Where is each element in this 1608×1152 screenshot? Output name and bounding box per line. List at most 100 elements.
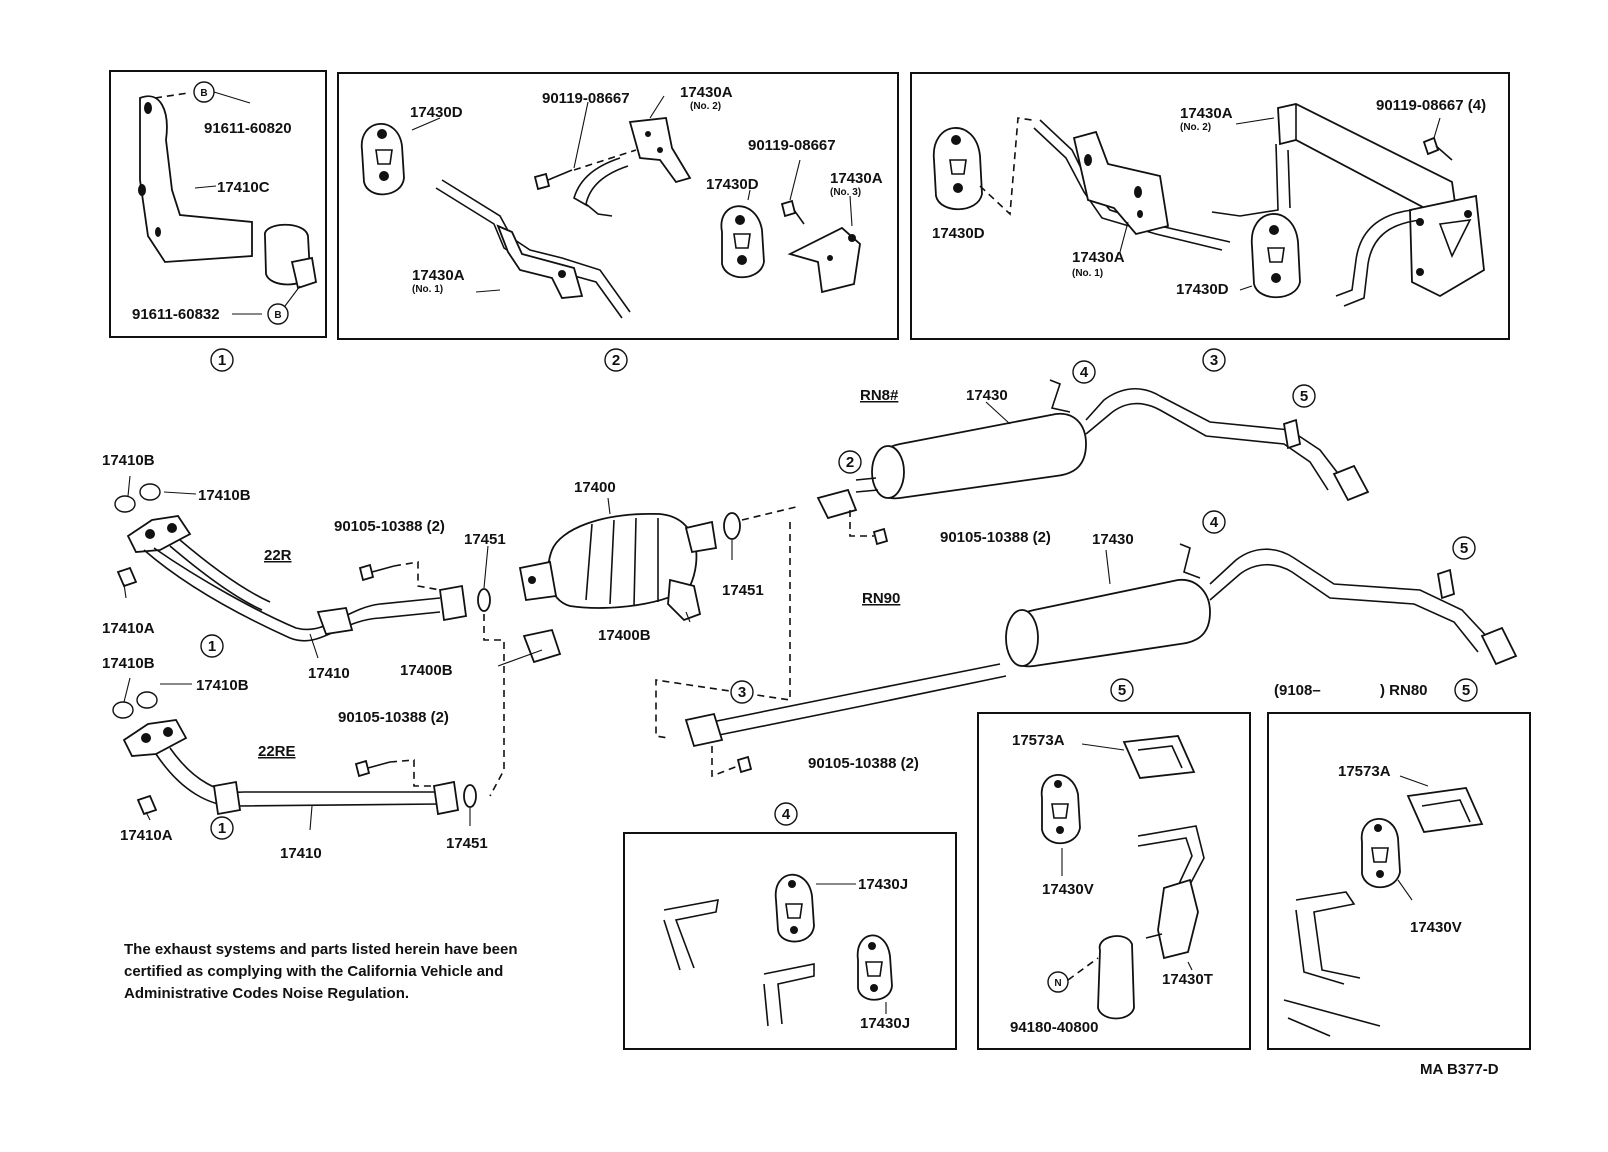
part-17430a-no3: 17430A — [830, 170, 883, 187]
footnote-line-2: certified as complying with the Californ… — [124, 963, 503, 980]
model-rn90: RN90 — [862, 590, 900, 607]
part-17430-lower: 17430 — [1092, 531, 1134, 548]
part-17430v-b: 17430V — [1410, 919, 1462, 936]
part-17430a-no3-note: (No. 3) — [830, 187, 861, 198]
part-17410a-b: 17410A — [120, 827, 173, 844]
footnote: The exhaust systems and parts listed her… — [124, 941, 517, 1002]
callout-inset-1 — [210, 348, 234, 372]
part-17430j-a: 17430J — [858, 876, 908, 893]
callout-3 — [730, 680, 754, 704]
part-17430a-no1: 17430A — [412, 267, 465, 284]
marker-b-top-label: B — [200, 88, 207, 99]
callout-1-upper — [200, 634, 224, 658]
part-17410b-b: 17410B — [198, 487, 251, 504]
part-17410b-d: 17410B — [196, 677, 249, 694]
figure-code: MA B377-D — [1420, 1061, 1499, 1078]
part-90119-08667-a: 90119-08667 — [542, 90, 630, 107]
callout-inset-5a — [1110, 678, 1134, 702]
part-17430d-inset3-left: 17430D — [932, 225, 985, 242]
callout-4-lower — [1202, 510, 1226, 534]
part-91611-60820: 91611-60820 — [204, 120, 292, 137]
part-17410-b: 17410 — [280, 845, 322, 862]
part-90119-08667-4: 90119-08667 (4) — [1376, 97, 1486, 114]
callout-2 — [838, 450, 862, 474]
marker-b-bottom-label: B — [274, 310, 281, 321]
part-17430v-a: 17430V — [1042, 881, 1094, 898]
caption-inset-1: 1 — [218, 352, 226, 369]
marker-b-top — [193, 81, 215, 103]
caption-inset-3: 3 — [1210, 352, 1218, 369]
part-17410-a: 17410 — [308, 665, 350, 682]
caption-inset-5b-prefix: (9108– — [1274, 682, 1321, 699]
main-assembly: 17410B 17410B 17410A 22R 90105-10388 (2)… — [102, 360, 1518, 862]
part-17430a-no2-note: (No. 2) — [690, 101, 721, 112]
callout-1-upper-label: 1 — [208, 638, 216, 655]
marker-n — [1047, 971, 1069, 993]
callout-inset-4 — [774, 802, 798, 826]
caption-inset-5b-suffix: ) RN80 — [1380, 682, 1428, 699]
callout-5-upper-label: 5 — [1300, 388, 1308, 405]
engine-22re: 22RE — [258, 743, 296, 760]
callout-5-lower-label: 5 — [1460, 540, 1468, 557]
part-17430d-inset3-right: 17430D — [1176, 281, 1229, 298]
part-94180-40800: 94180-40800 — [1010, 1019, 1098, 1036]
callout-5-upper — [1292, 384, 1316, 408]
caption-inset-5b: 5 — [1462, 682, 1470, 699]
part-17430j-b: 17430J — [860, 1015, 910, 1032]
part-17573a-a: 17573A — [1012, 732, 1065, 749]
footnote-line-3: Administrative Codes Noise Regulation. — [124, 985, 409, 1002]
part-17430a-no1-inset3-note: (No. 1) — [1072, 268, 1103, 279]
part-17430d-right: 17430D — [706, 176, 759, 193]
part-17410b-c: 17410B — [102, 655, 155, 672]
callout-4-lower-label: 4 — [1210, 514, 1219, 531]
inset-1: B 91611-60820 17410C 91611-60832 B 1 — [109, 70, 327, 372]
part-17430t: 17430T — [1162, 971, 1213, 988]
footnote-line-1: The exhaust systems and parts listed her… — [124, 941, 517, 958]
part-17573a-b: 17573A — [1338, 763, 1391, 780]
part-17430-upper: 17430 — [966, 387, 1008, 404]
inset-3: 17430A (No. 2) 90119-08667 (4) 17430D 17… — [910, 72, 1510, 372]
callout-3-label: 3 — [738, 684, 746, 701]
inset-5a: 5 17573A 17430V 17430T N 94180-40800 — [977, 678, 1251, 1050]
part-17451-a: 17451 — [464, 531, 506, 548]
callout-1-lower — [210, 816, 234, 840]
part-17430a-no2-inset3-note: (No. 2) — [1180, 122, 1211, 133]
caption-inset-4: 4 — [782, 806, 791, 823]
part-90105-10388-a: 90105-10388 (2) — [334, 518, 445, 535]
part-17451-c: 17451 — [446, 835, 488, 852]
part-17430a-no2-inset3: 17430A — [1180, 105, 1233, 122]
part-17400b-left: 17400B — [400, 662, 453, 679]
callout-inset-5b — [1454, 678, 1478, 702]
part-17410c: 17410C — [217, 179, 270, 196]
part-17430a-no2: 17430A — [680, 84, 733, 101]
inset-5b: (9108– ) RN80 5 17573A 17430V — [1267, 678, 1531, 1050]
part-90105-10388-d: 90105-10388 (2) — [808, 755, 919, 772]
callout-2-label: 2 — [846, 454, 854, 471]
callout-1-lower-label: 1 — [218, 820, 226, 837]
part-17430a-no1-note: (No. 1) — [412, 284, 443, 295]
part-91611-60832: 91611-60832 — [132, 306, 220, 323]
marker-n-label: N — [1054, 978, 1061, 989]
part-90105-10388-b: 90105-10388 (2) — [338, 709, 449, 726]
part-17451-b: 17451 — [722, 582, 764, 599]
inset-4: 4 17430J 17430J — [623, 802, 957, 1050]
part-17400b-right: 17400B — [598, 627, 651, 644]
model-rn8: RN8# — [860, 387, 899, 404]
part-17410a-a: 17410A — [102, 620, 155, 637]
callout-inset-3 — [1202, 348, 1226, 372]
marker-b-bottom — [267, 303, 289, 325]
callout-4-upper-label: 4 — [1080, 364, 1089, 381]
part-17400: 17400 — [574, 479, 616, 496]
engine-22r: 22R — [264, 547, 292, 564]
inset-2: 17430D 90119-08667 17430A (No. 2) 90119-… — [337, 72, 899, 372]
caption-inset-2: 2 — [612, 352, 620, 369]
part-17430a-no1-inset3: 17430A — [1072, 249, 1125, 266]
callout-inset-2 — [604, 348, 628, 372]
callout-4-upper — [1072, 360, 1096, 384]
part-17430d-left: 17430D — [410, 104, 463, 121]
caption-inset-5a: 5 — [1118, 682, 1126, 699]
part-17410b-a: 17410B — [102, 452, 155, 469]
part-90119-08667-b: 90119-08667 — [748, 137, 836, 154]
callout-5-lower — [1452, 536, 1476, 560]
